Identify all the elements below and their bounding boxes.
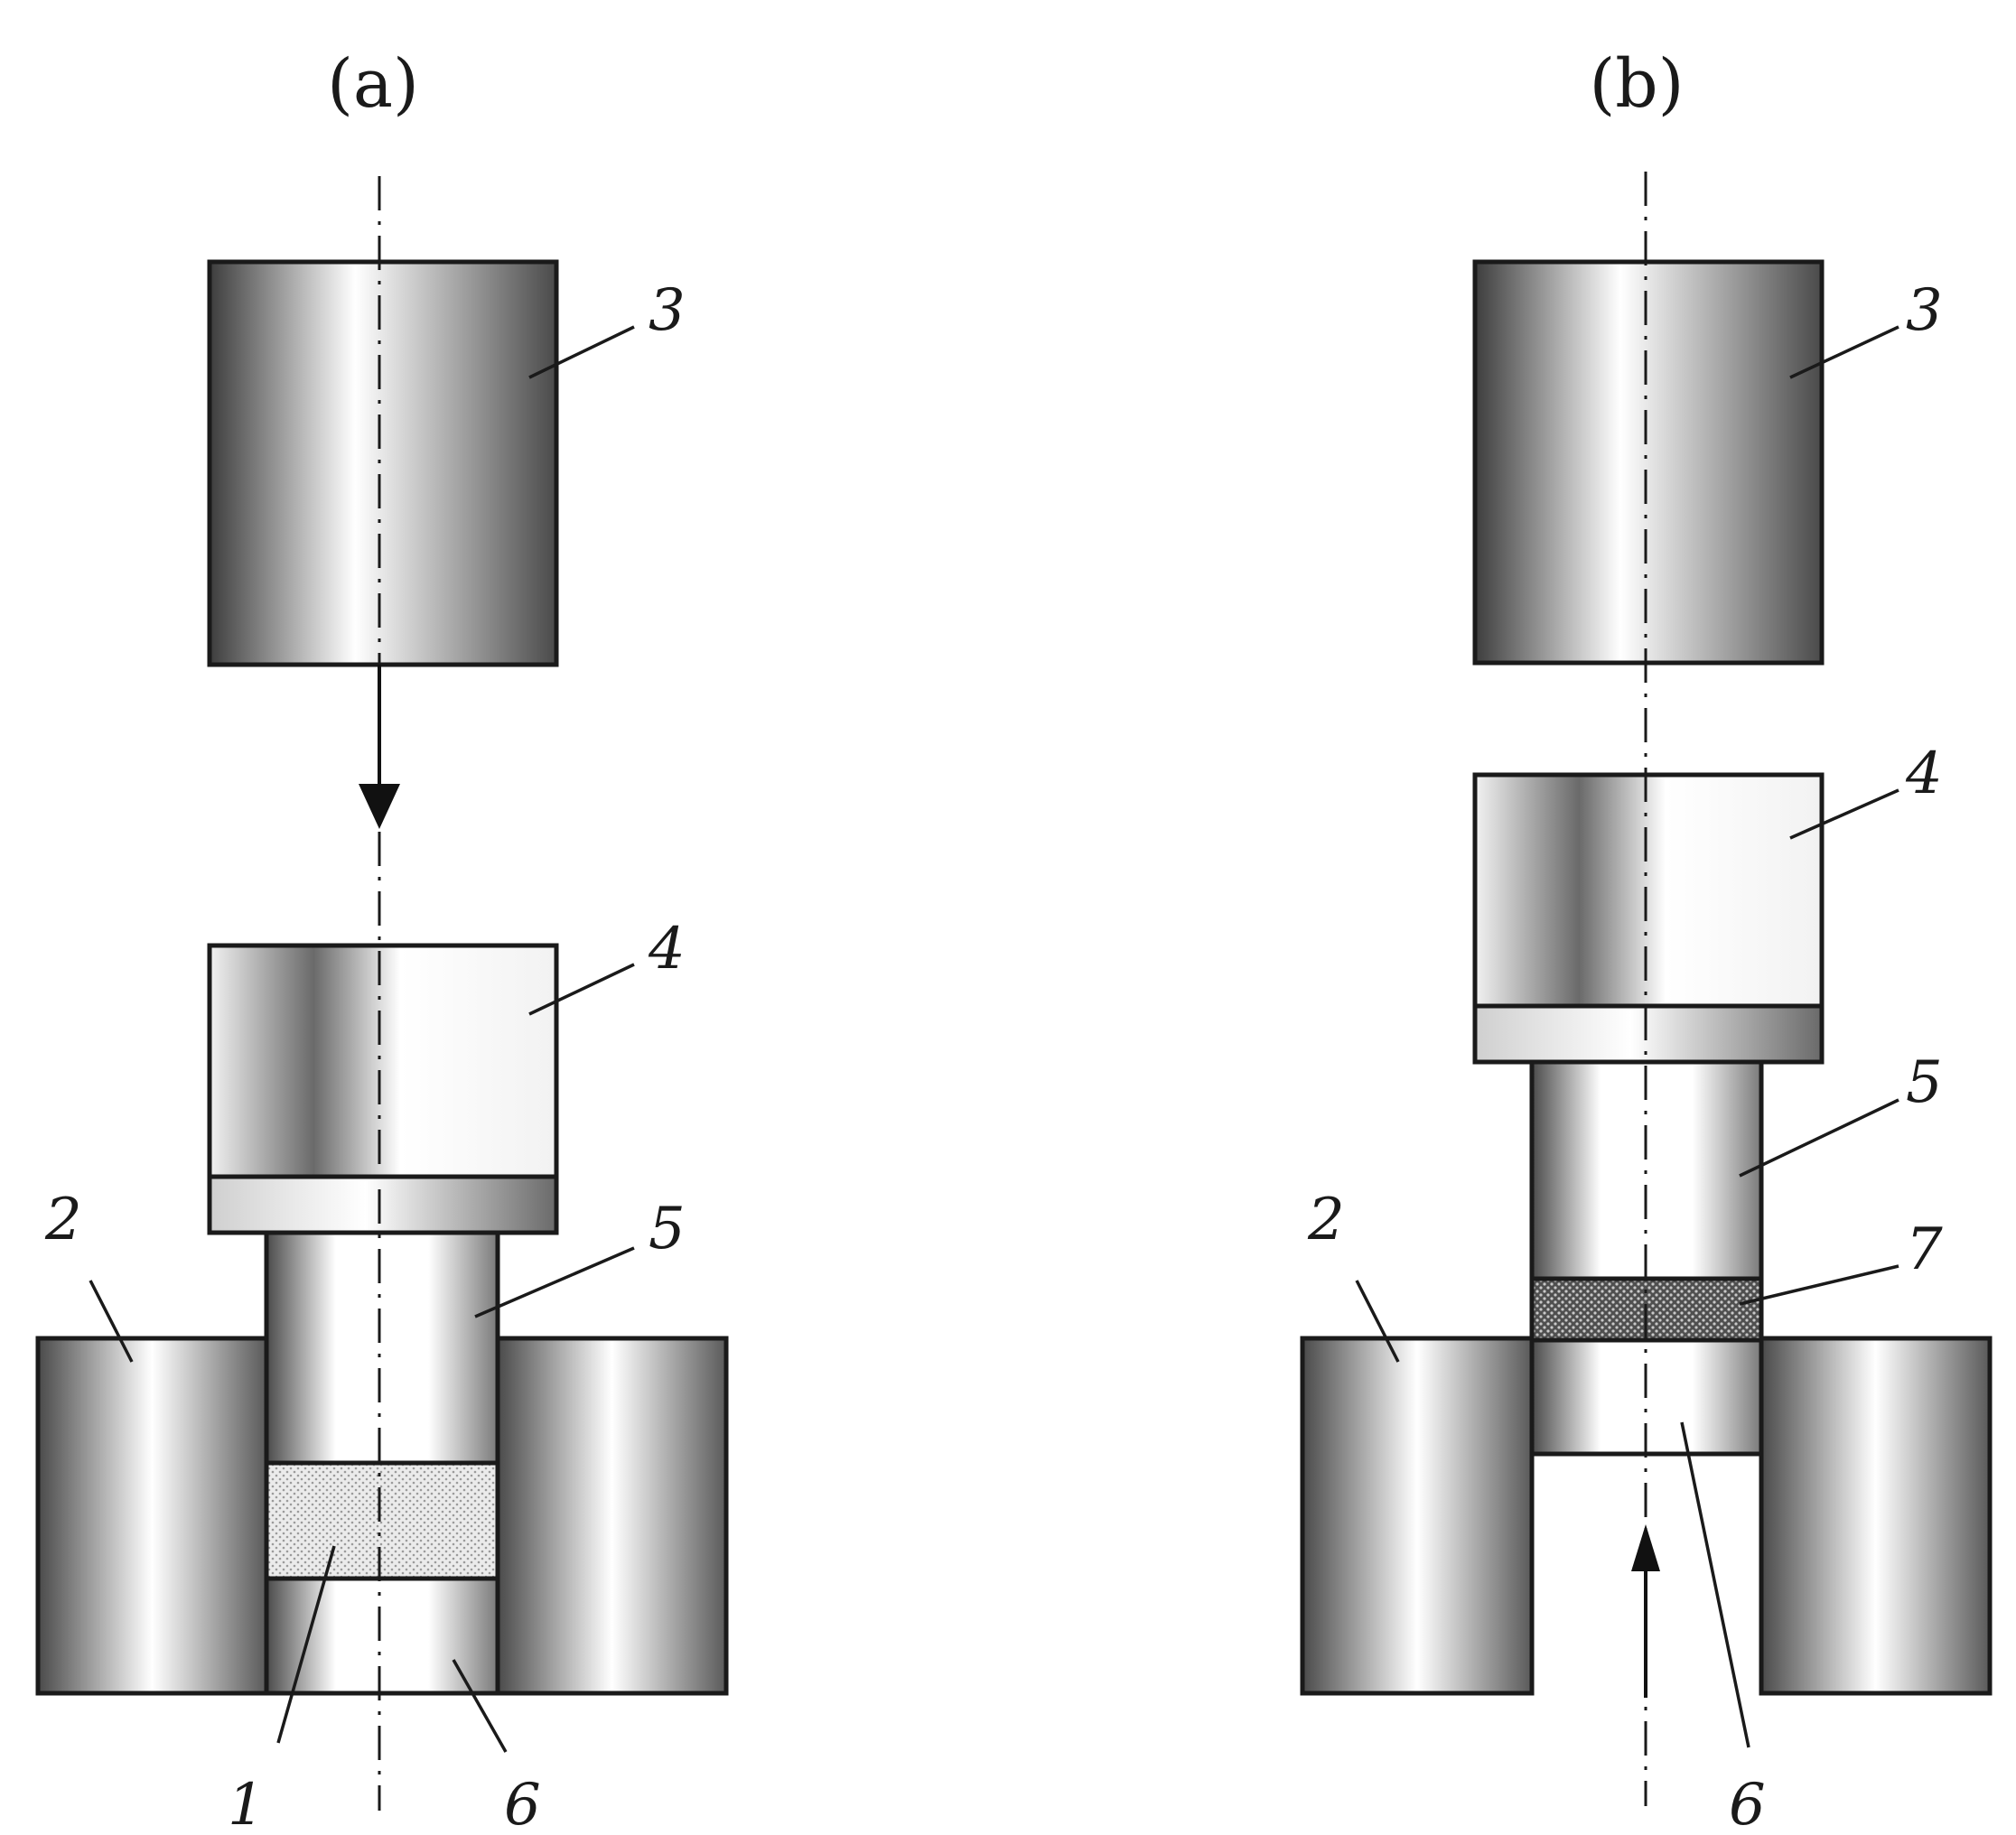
panel-a-label-4: 4 [648,916,686,983]
panel-a-down-arrow-icon [359,784,400,829]
panel-b-leader-4 [1789,788,1899,840]
panel-a-leader-6 [452,1659,508,1753]
panel-a-lower-punch [264,1576,500,1696]
panel-b-leader-2 [1355,1280,1400,1363]
panel-a-label-2: 2 [44,1187,82,1253]
panel-b-label-6: 6 [1729,1772,1766,1835]
panel-b-label-5: 5 [1906,1049,1943,1116]
panel-b-label-7: 7 [1906,1216,1943,1283]
panel-b-die-left [1300,1336,1535,1696]
panel-b-die-right [1759,1336,1993,1696]
panel-a-label-6: 6 [504,1772,541,1835]
panel-b-holder [1472,772,1825,1009]
panel-b-holder-plate [1472,1003,1825,1065]
panel-a-holder-plate [207,1174,559,1235]
panel-a-die-left [35,1336,269,1696]
panel-a-label-3: 3 [649,277,686,344]
panel-a-leader-4 [528,963,635,1016]
panel-b-caption: (b) [1589,45,1684,123]
panel-b-up-arrow-icon [1631,1524,1660,1571]
panel-a-leader-5 [474,1246,635,1318]
panel-a: (a) 3 4 5 2 1 6 [35,45,729,1835]
panel-a-leader-1 [276,1545,336,1744]
panel-a-upper-punch [264,1230,500,1466]
panel-b-label-4: 4 [1905,741,1943,807]
panel-a-powder [264,1460,500,1581]
panel-a-label-5: 5 [649,1196,686,1262]
panel-a-leader-2 [89,1280,134,1363]
panel-b-leader-3 [1789,325,1899,379]
panel-a-punch-head [207,259,559,667]
panel-b-label-2: 2 [1307,1187,1345,1253]
panel-b-punch-head [1472,259,1825,666]
panel-b-label-3: 3 [1906,277,1943,344]
panel-a-label-1: 1 [228,1772,265,1835]
panel-a-die-right [495,1336,729,1696]
panel-a-holder [207,943,559,1179]
panel-b-leader-5 [1739,1098,1899,1178]
panel-a-caption: (a) [327,45,419,123]
panel-b-leader-6 [1680,1421,1750,1748]
panel-b: (b) 3 4 5 7 2 6 [1300,45,1993,1835]
panel-b-leader-7 [1739,1264,1899,1306]
panel-a-leader-3 [528,325,635,379]
